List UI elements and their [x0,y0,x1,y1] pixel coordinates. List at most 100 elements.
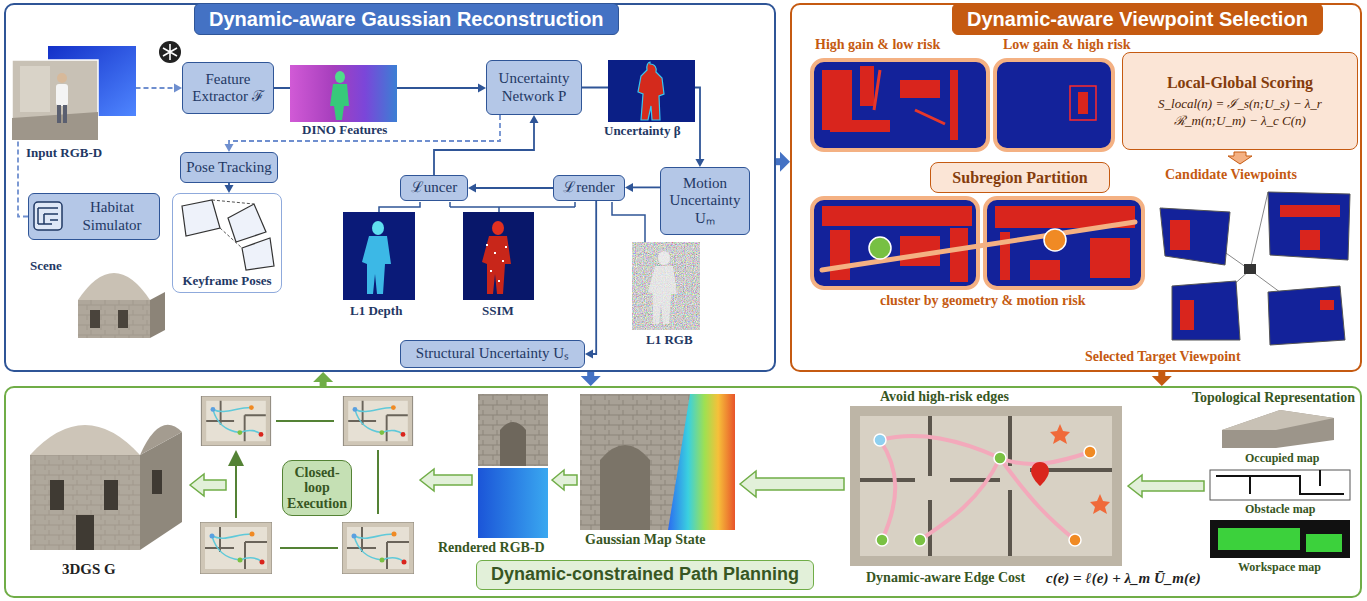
candidate-viewpoints [1320,300,1334,310]
input-rgbd-image [12,112,98,140]
source-maps [1218,528,1342,552]
scoring-box: Local-Global ScoringS_local(n) = ℐ_s(n;U… [1122,52,1358,150]
snowflake-icon [163,44,177,60]
input-rgbd-image [57,105,61,123]
candidate-viewpoints [1172,281,1240,340]
module-flow-arrow [1152,372,1172,386]
depth-error-map [343,212,415,300]
subregion-view [869,237,891,259]
depth-error-map [343,212,415,300]
loss-box: ℒuncer [400,175,468,201]
box-label: Uncertainty Network P [491,70,577,105]
scene-building [118,310,128,328]
topological-map [1031,462,1049,486]
source-maps [1222,410,1334,448]
candidate-viewpoints [1268,192,1350,260]
process-box: Uncertainty Network P [486,60,582,115]
ssim-map [482,236,511,294]
topological-map [850,406,1122,566]
flow-arrow [625,183,660,192]
connector-line [632,186,660,188]
arrow-head [478,84,486,93]
figure-label: Candidate Viewpoints [1165,167,1297,184]
subregion-view [822,222,1135,270]
gaussian-map-state [600,445,650,530]
camera-frustums [228,204,266,242]
box-label: Subregion Partition [952,168,1087,187]
snowflake-icon [159,41,181,63]
input-rgbd-image [12,46,136,140]
loss-input-line [379,202,420,212]
high-gain-view [812,60,988,150]
figure-label: cluster by geometry & motion risk [880,293,1085,310]
rgb-error-map [648,266,677,324]
low-gain-view [995,60,1113,150]
arrow-head [780,152,790,172]
input-rgbd-image [56,84,68,106]
figure-label: Gaussian Map State [585,532,706,549]
figure-label: Low gain & high risk [1003,37,1131,54]
loss-input-line [450,202,575,212]
gaussian-model-3d [50,470,162,550]
process-box: Structural Uncertainty Uₛ [400,340,585,368]
arrow-head [585,350,593,359]
loop-thumbnails [200,522,272,574]
gaussian-model-3d [30,425,140,455]
flow-arrow [585,201,596,359]
flow-arrow [1128,475,1204,497]
box-label: Habitat Simulator [69,199,155,234]
topological-map [860,416,1112,556]
figure-label: Uncertainty β [604,123,681,139]
arrow-head [225,144,234,152]
input-rgbd-image [20,66,50,112]
subregion-view [822,206,972,282]
candidate-viewpoints [1280,205,1340,250]
uncertainty-map [608,60,695,122]
flow-arrow [434,115,539,175]
score-arrow [1228,152,1252,164]
box-label: Keyframe Poses [182,274,271,289]
candidate-viewpoints [1160,208,1230,265]
figure-label: Topological Representation [1192,390,1355,407]
figure-label: c(e) = ℓ(e) + λ_m Ū_m(e) [1046,569,1201,587]
flow-arrow [552,470,577,490]
flow-arrow [740,471,844,497]
flow-arrow [468,184,553,193]
depth-error-map [362,236,391,294]
topological-map [880,436,1090,540]
input-rgbd-image [63,105,67,123]
camera-frustums [212,200,254,248]
box-label: ℒrender [563,179,614,196]
panel-title: Dynamic-aware Gaussian Reconstruction [194,3,619,35]
loop-thumbnails [200,396,414,574]
process-box: Closed-loop Execution [282,460,352,516]
figure-label: DINO Features [302,122,387,138]
module-flow-arrow [776,152,790,172]
process-box: Feature Extractor ℱ [182,62,274,114]
flow-arrow [420,469,472,491]
ssim-map [463,212,534,300]
high-gain-view [812,60,988,150]
module-flow-arrow [313,372,333,386]
rgb-error-map [632,242,700,330]
gaussian-model-3d [30,425,182,550]
arrow-head [625,183,633,192]
loop-thumbnails [201,396,270,446]
arrow-head [225,185,234,193]
process-box: Subregion Partition [930,162,1110,193]
low-gain-view [995,60,1113,150]
dino-feature-map [330,84,349,120]
uncertainty-map [608,60,695,122]
connector-line [434,122,534,175]
high-gain-view [822,66,958,140]
scene-building [78,273,165,338]
input-rgbd-image [12,60,98,140]
high-gain-view [874,70,945,124]
flow-arrow [225,183,234,193]
rgb-error-map [632,242,700,330]
gaussian-map-state [580,394,735,530]
candidate-viewpoints [1160,192,1350,345]
depth-error-map [372,221,384,235]
candidate-viewpoints [1244,264,1256,274]
arrow-head [313,372,333,382]
